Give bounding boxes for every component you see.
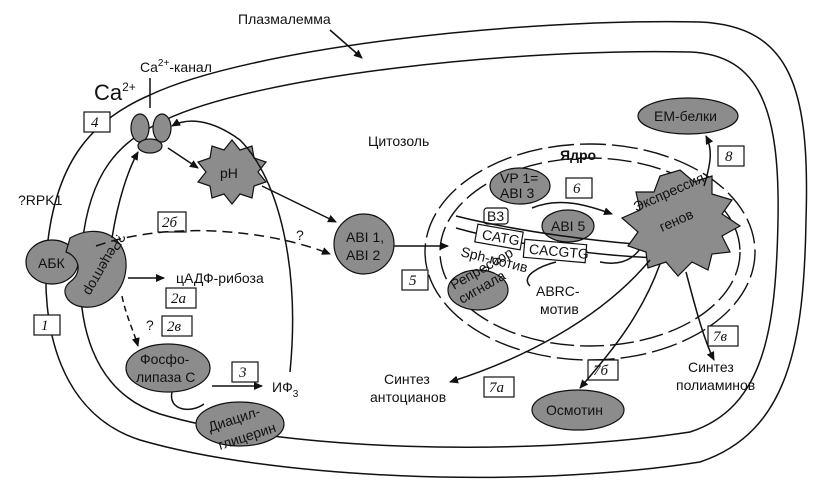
receptor-to-abi12	[95, 229, 331, 255]
vp1-to-expression	[531, 201, 613, 216]
abi12-label-1: ABI 1,	[346, 229, 384, 245]
plasmalemma-pointer	[329, 29, 363, 59]
step-2a-box	[165, 287, 197, 309]
ph-burst	[196, 139, 268, 205]
vp1-label-1: VP 1=	[500, 170, 538, 186]
expression-to-polyamine	[685, 271, 715, 361]
cacgtg-label: CACGTG	[528, 241, 589, 262]
step-8-label: 8	[725, 149, 733, 165]
step-2b-box	[157, 211, 187, 233]
step-2a-label: 2а	[171, 291, 186, 307]
ph-to-abi12	[261, 185, 337, 223]
step-7a-box	[483, 376, 515, 398]
expression-to-em	[703, 135, 714, 187]
diacylglycerol	[195, 401, 285, 447]
polyamine-label-2: полиаминов	[676, 377, 755, 393]
ca-to-ph	[167, 147, 199, 169]
step-1-box	[33, 314, 61, 336]
ip3-label: ИФ3	[272, 379, 299, 400]
receptor-to-ca-channel	[111, 151, 139, 239]
abi5-label: ABI 5	[551, 218, 585, 234]
phospholipase-label-2: липаза С	[136, 369, 195, 385]
b3-domain	[483, 207, 509, 225]
plasma-membrane-outer	[45, 20, 808, 479]
ip3-to-ca-channel	[171, 118, 294, 373]
step-7v-label: 7в	[713, 329, 728, 345]
question-mark-2v: ?	[146, 317, 154, 333]
abrc-label-2: мотив	[540, 301, 579, 317]
step-1-label: 1	[41, 318, 49, 334]
step-2v-box	[161, 315, 193, 337]
ca-channel-subunit-left	[130, 113, 150, 143]
abi1-abi2	[333, 213, 395, 275]
step-8-box	[717, 145, 745, 167]
ca-channel-subunit-right	[152, 113, 172, 143]
step-3-box	[231, 361, 259, 383]
step-6-box	[565, 177, 593, 199]
receptor-protein	[64, 230, 127, 308]
step-5-box	[401, 269, 429, 291]
step-4-box	[83, 111, 111, 133]
b3-label: B3	[487, 208, 504, 224]
cytosol-label: Цитозоль	[368, 133, 429, 149]
plasmalemma-label: Плазмалемма	[238, 11, 331, 27]
osmotin	[531, 389, 625, 431]
catg-label: CATG	[481, 226, 521, 248]
vp1-abi3	[489, 167, 551, 205]
gene-expression-burst	[620, 169, 742, 277]
signal-repressor	[447, 269, 509, 311]
osmotin-label: Осмотин	[546, 402, 603, 418]
abi12-label-2: ABI 2	[346, 247, 380, 263]
cacgtg-box	[522, 238, 588, 264]
ph-label: pH	[220, 165, 238, 181]
step-2b-label: 2б	[162, 215, 178, 231]
nucleus-label: Ядро	[560, 147, 596, 163]
step-3-label: 3	[238, 365, 247, 381]
step-4-label: 4	[91, 115, 99, 131]
abk-label: АБК	[38, 255, 66, 271]
cadp-ribose-label: цАДФ-рибоза	[176, 270, 264, 286]
polyamine-label-1: Синтез	[688, 359, 734, 375]
phospholipase-label-1: Фосфо-	[140, 351, 190, 367]
expression-to-anthocyanin	[449, 259, 651, 384]
arrow-to-phospholipase	[121, 295, 140, 347]
rpk1-label: ?RPK1	[18, 192, 63, 208]
step-7v-box	[707, 325, 739, 347]
vp1-label-2: ABI 3	[500, 185, 534, 201]
abrc-pointer	[526, 261, 557, 287]
arrow-to-diacylglycerol	[170, 391, 205, 411]
step-7a-label: 7а	[489, 380, 504, 396]
abi5	[541, 209, 595, 243]
catg-box	[474, 223, 524, 251]
ca-channel-subunit-bottom	[137, 138, 163, 154]
step-5-label: 5	[409, 273, 417, 289]
calcium-ion-label: Ca2+	[94, 80, 136, 105]
expression-to-osmotin	[579, 263, 661, 389]
anthocyanin-label-2: антоцианов	[370, 389, 446, 405]
phospholipase-c	[125, 343, 211, 393]
nuclear-envelope-inner	[439, 157, 741, 347]
anthocyanin-label-1: Синтез	[384, 371, 430, 387]
em-proteins-label: ЕМ-белки	[654, 108, 717, 124]
ca-channel-label: Ca2+-канал	[140, 58, 212, 75]
abrc-label-1: ABRC-	[536, 283, 580, 299]
step-6-label: 6	[573, 181, 581, 197]
em-proteins	[637, 97, 739, 135]
step-2v-label: 2в	[167, 319, 182, 335]
question-mark-ip3: ?	[296, 227, 304, 243]
